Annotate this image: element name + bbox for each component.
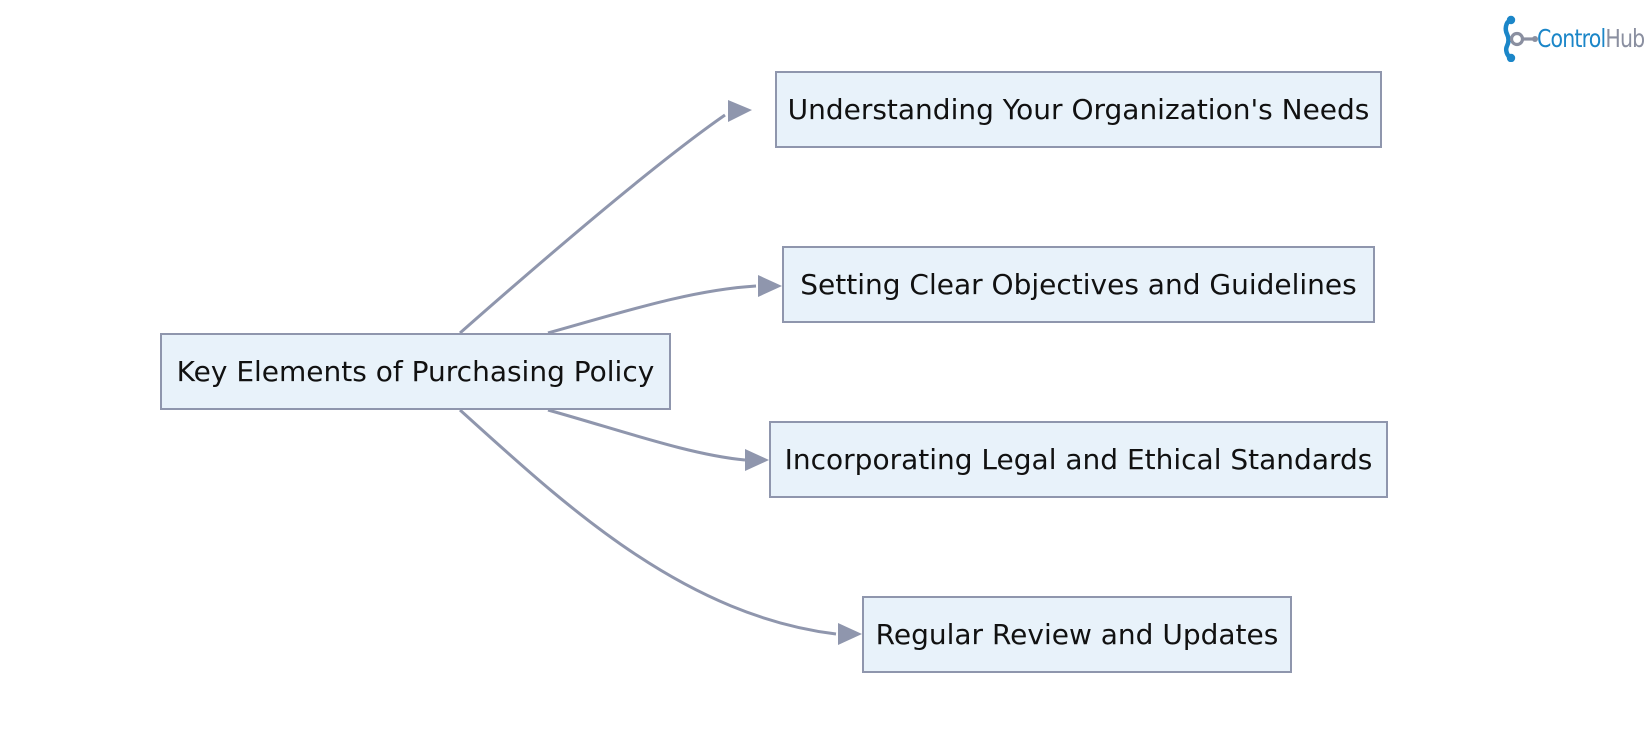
- logo-wordmark-control: Control: [1537, 23, 1606, 53]
- child-node-label: Understanding Your Organization's Needs: [787, 93, 1370, 126]
- child-node-review-updates: Regular Review and Updates: [862, 596, 1292, 673]
- logo-wordmark: ControlHub: [1537, 23, 1645, 53]
- network-node-icon: [1503, 15, 1538, 62]
- child-node-label: Incorporating Legal and Ethical Standard…: [784, 443, 1373, 476]
- child-node-legal-ethical: Incorporating Legal and Ethical Standard…: [769, 421, 1388, 498]
- arrowhead-organization-needs-icon: [728, 100, 752, 122]
- arrowhead-legal-ethical-icon: [745, 449, 769, 471]
- edge-to-review-updates: [458, 408, 837, 636]
- child-node-objectives-guidelines: Setting Clear Objectives and Guidelines: [782, 246, 1375, 323]
- child-node-organization-needs: Understanding Your Organization's Needs: [775, 71, 1382, 148]
- controlhub-logo: ControlHub: [1499, 14, 1649, 62]
- edge-to-legal-ethical: [547, 408, 746, 462]
- child-node-label: Regular Review and Updates: [875, 618, 1279, 651]
- arrowhead-review-updates-icon: [838, 623, 862, 645]
- root-node: Key Elements of Purchasing Policy: [160, 333, 671, 410]
- edge-to-organization-needs: [459, 113, 726, 335]
- arrowhead-objectives-guidelines-icon: [758, 275, 782, 297]
- root-node-label: Key Elements of Purchasing Policy: [176, 355, 655, 388]
- logo-wordmark-hub: Hub: [1605, 23, 1645, 53]
- child-node-label: Setting Clear Objectives and Guidelines: [800, 268, 1357, 301]
- edge-to-objectives-guidelines: [547, 284, 757, 335]
